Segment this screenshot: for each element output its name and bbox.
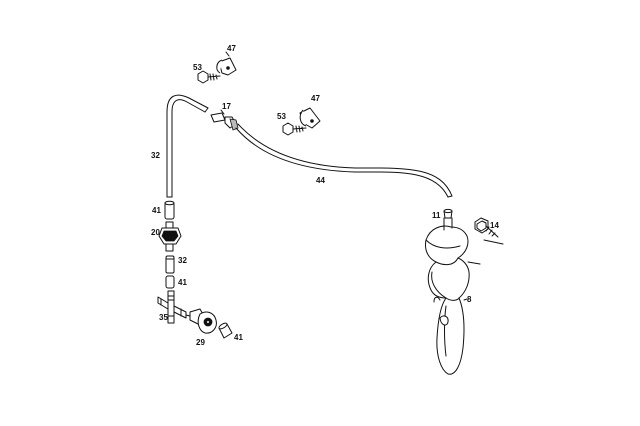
screw-14: [474, 217, 499, 238]
screw-53-lower: [282, 122, 307, 136]
callout-35: 35: [159, 313, 168, 322]
check-valve-20: [158, 221, 182, 252]
callout-53-upper: 53: [193, 63, 202, 72]
leader-8: [463, 298, 468, 301]
callout-44: 44: [316, 176, 325, 185]
connector-17: [210, 112, 239, 131]
callout-14: 14: [490, 221, 499, 230]
cap-11: [443, 208, 453, 219]
leader-14: [483, 239, 504, 245]
sleeve-41-lower: [218, 322, 233, 339]
callout-29: 29: [196, 338, 205, 347]
callout-47-upper: 47: [227, 44, 236, 53]
callout-8: 8: [467, 295, 472, 304]
callout-41-lower: 41: [234, 333, 243, 342]
clip-47-lower: [299, 107, 321, 129]
reservoir-8: [425, 217, 481, 375]
t-piece-35: [157, 290, 187, 324]
leader-17: [220, 109, 225, 115]
clip-47-upper: [216, 57, 237, 76]
hose-44: [235, 123, 453, 198]
callout-32-lower: 32: [178, 256, 187, 265]
hose-32-upper: [166, 94, 209, 198]
callout-20: 20: [151, 228, 160, 237]
callout-41-middle: 41: [178, 278, 187, 287]
callout-17: 17: [222, 102, 231, 111]
hose-32-lower: [165, 255, 175, 274]
screw-53-upper: [197, 70, 221, 84]
valve-29: [185, 308, 217, 334]
sleeve-41-upper: [164, 200, 175, 220]
callout-32-upper: 32: [151, 151, 160, 160]
callout-41-upper: 41: [152, 206, 161, 215]
callout-47-lower: 47: [311, 94, 320, 103]
sleeve-41-middle: [165, 275, 175, 289]
callout-53-lower: 53: [277, 112, 286, 121]
leader-47-upper: [225, 51, 230, 57]
callout-11: 11: [432, 211, 441, 220]
